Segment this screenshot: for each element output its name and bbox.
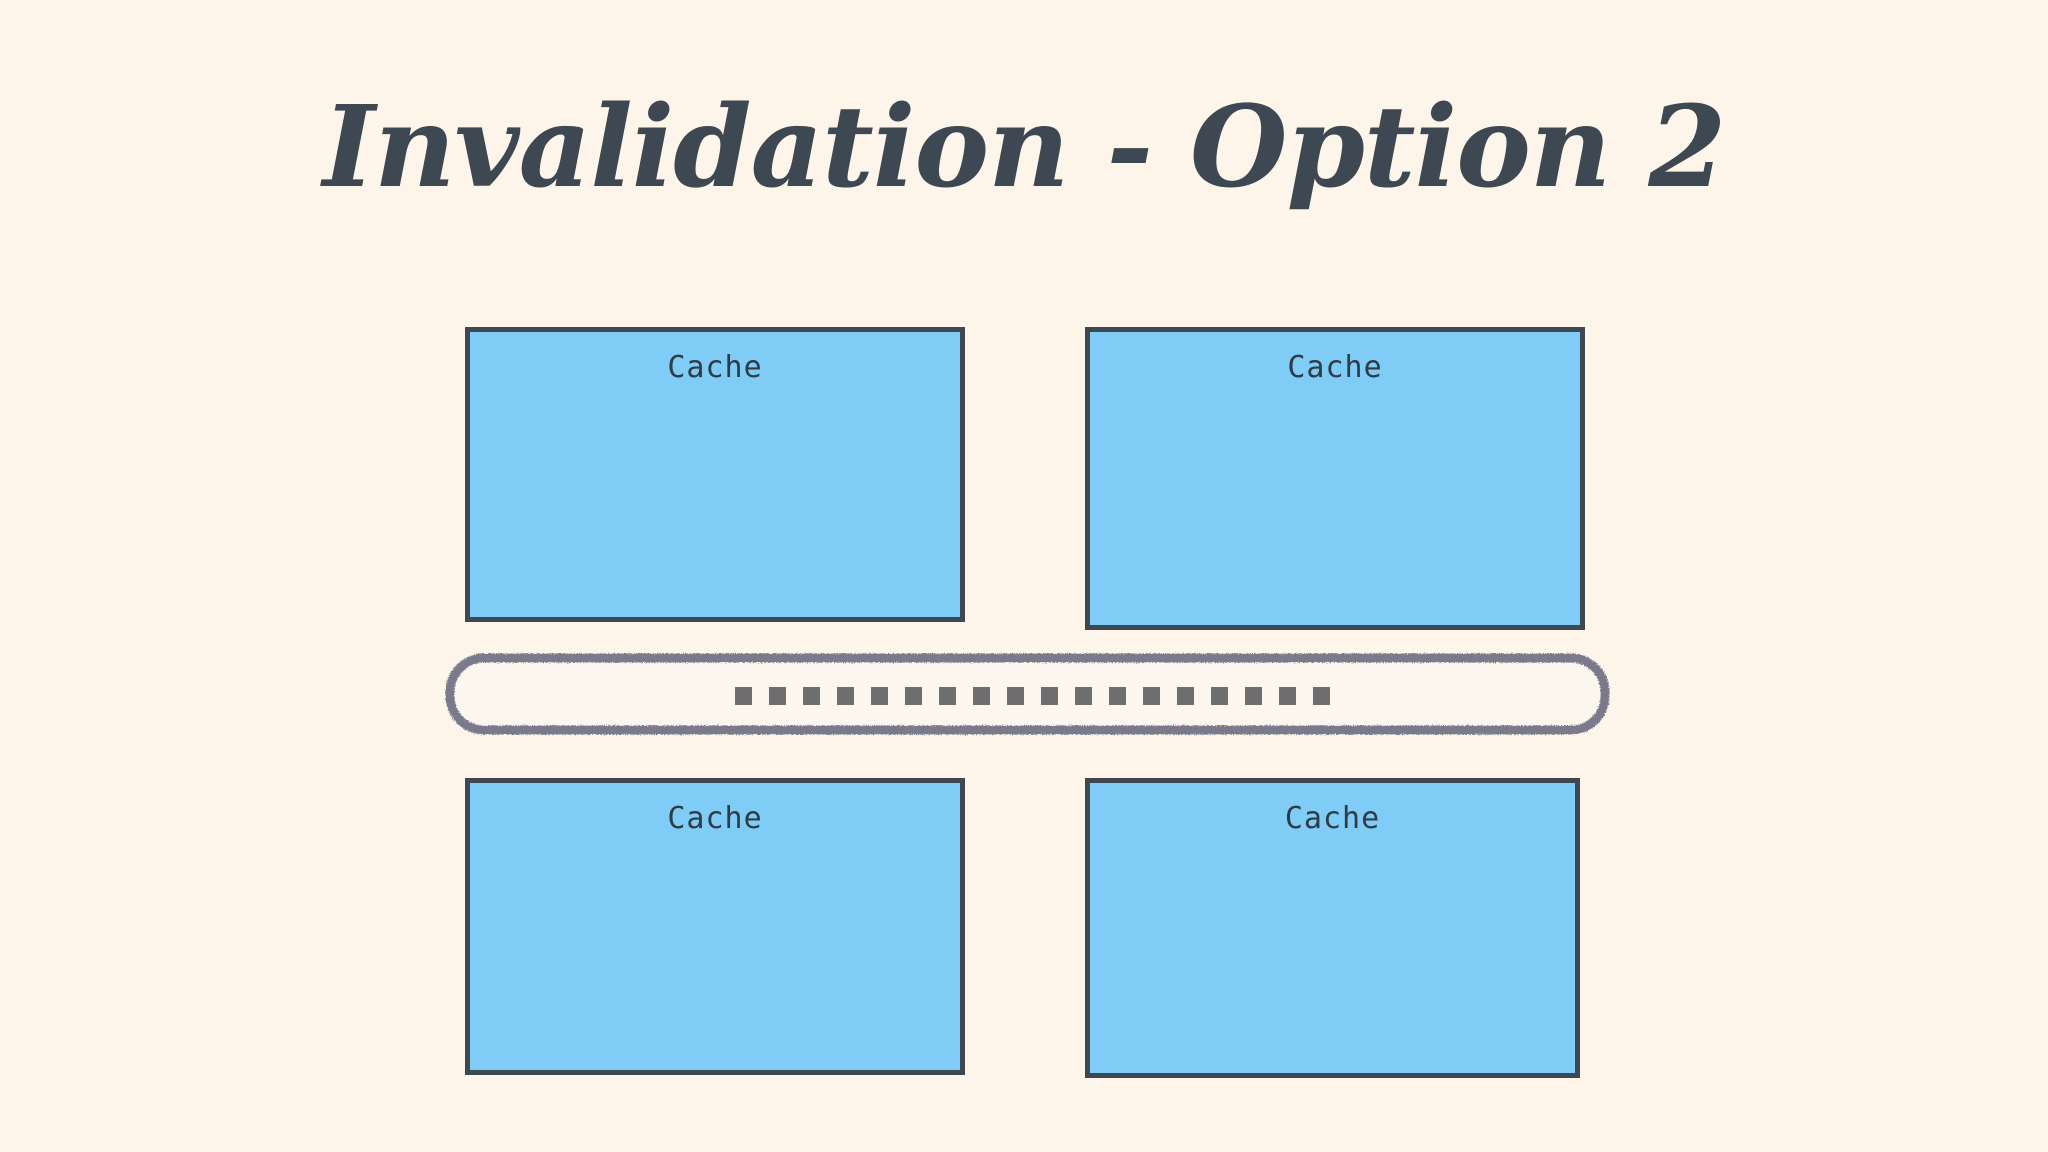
shared-bus-bar xyxy=(445,653,1610,735)
cache-box-top-right[interactable]: Cache xyxy=(1085,327,1585,630)
shared-bus-outline xyxy=(445,653,1610,735)
cache-box-label: Cache xyxy=(667,350,763,385)
cache-box-label: Cache xyxy=(1284,801,1381,836)
cache-box-bottom-left[interactable]: Cache xyxy=(465,778,965,1075)
cache-box-bottom-right[interactable]: Cache xyxy=(1085,778,1580,1078)
page-title: Invalidation - Option 2 xyxy=(322,82,1727,213)
cache-box-top-left[interactable]: Cache xyxy=(465,327,965,622)
cache-box-label: Cache xyxy=(1287,350,1383,385)
cache-box-label: Cache xyxy=(667,801,763,836)
